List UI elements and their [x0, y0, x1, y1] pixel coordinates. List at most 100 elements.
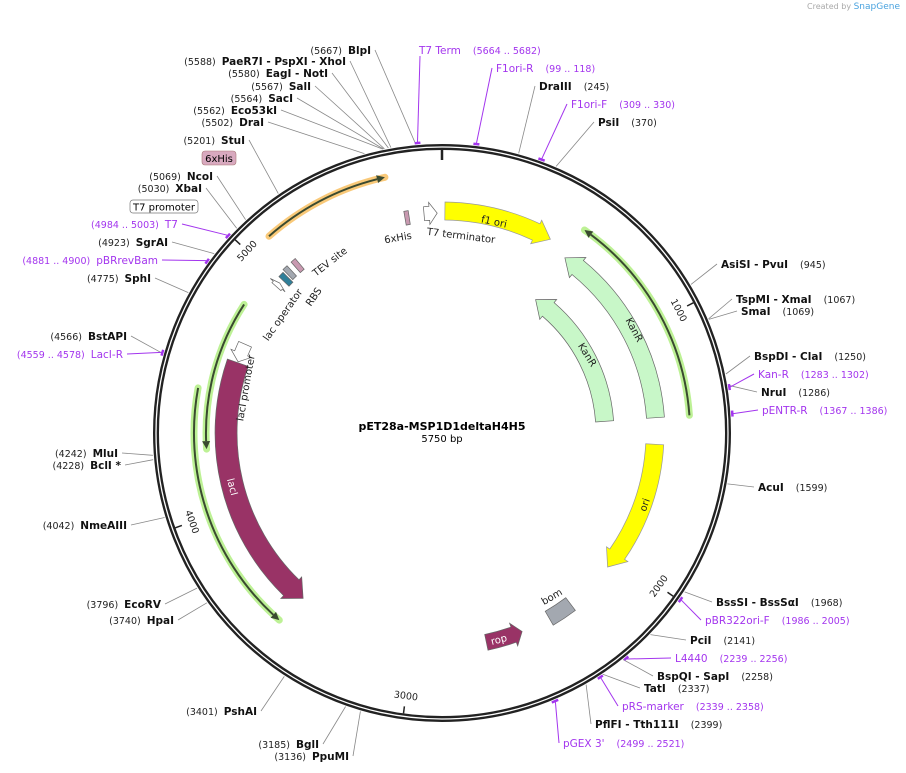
restriction-site-asisi[interactable]: AsiSI - PvuI(945) [721, 259, 826, 271]
primer-pgex-3-[interactable]: pGEX 3'(2499 .. 2521) [563, 738, 684, 750]
feature-orf[interactable] [202, 300, 248, 453]
restriction-site-drai[interactable]: (5502)DraI [202, 117, 264, 129]
feature-orf[interactable] [270, 278, 286, 293]
restriction-site-bstapi[interactable]: (4566)BstAPI [50, 331, 127, 343]
site-name: PpuMI [312, 751, 349, 763]
restriction-site-xbai[interactable]: (5030)XbaI [138, 183, 202, 195]
restriction-site-nmeaiii[interactable]: (4042)NmeAIII [43, 520, 127, 532]
feature-laci[interactable] [214, 358, 304, 599]
orf-arrowhead-icon [584, 230, 594, 238]
restriction-site-ncoi[interactable]: (5069)NcoI [149, 171, 213, 183]
primer-range: (5664 .. 5682) [473, 46, 541, 57]
primer-leader-line [626, 657, 672, 660]
restriction-site-stui[interactable]: (5201)StuI [183, 135, 245, 147]
restriction-site-blpi[interactable]: (5667)BlpI [310, 45, 371, 57]
restriction-site-hpai[interactable]: (3740)HpaI [109, 615, 174, 627]
site-name: HpaI [147, 615, 174, 627]
restriction-site-sgrai[interactable]: (4923)SgrAI [98, 237, 168, 249]
feature-t7-terminator[interactable] [423, 201, 438, 226]
outer-label-box [201, 150, 237, 166]
site-leader-line [322, 706, 346, 745]
restriction-site-tspmi[interactable]: TspMI - XmaI (1067) [736, 294, 855, 306]
feature-orf[interactable] [265, 173, 389, 240]
restriction-site-mlui[interactable]: (4242)MluI [55, 448, 118, 460]
primer-pentr-r[interactable]: pENTR-R(1367 .. 1386) [762, 405, 887, 417]
feature-orf[interactable] [190, 384, 283, 624]
feature-bom[interactable] [544, 597, 576, 626]
primer-name: pGEX 3' [563, 738, 605, 750]
feature-lac-operator[interactable] [278, 271, 294, 287]
primer-t7-term[interactable]: T7 Term(5664 .. 5682) [418, 45, 541, 57]
watermark-brand: SnapGene [853, 2, 900, 12]
feature-tev-site[interactable] [290, 258, 305, 274]
site-name: BlpI [348, 45, 371, 57]
primer-pbr322ori-f[interactable]: pBR322ori-F(1986 .. 2005) [705, 615, 850, 627]
primer-kan-r[interactable]: Kan-R(1283 .. 1302) [758, 369, 869, 381]
restriction-site-bcli[interactable]: (4228)BclI * [53, 460, 122, 472]
restriction-site-bspqi[interactable]: BspQI - SapI(2258) [657, 671, 773, 683]
site-leader-line [727, 384, 758, 393]
restriction-site-acui[interactable]: AcuI(1599) [758, 482, 827, 494]
primer-pbrrevbam[interactable]: (4881 .. 4900)pBRrevBam [22, 255, 158, 267]
restriction-site-pcii[interactable]: PciI(2141) [690, 635, 755, 647]
restriction-site-sphi[interactable]: (4775)SphI [87, 273, 151, 285]
primer-f1ori-r[interactable]: F1ori-R(99 .. 118) [496, 63, 595, 75]
site-name: BspQI - SapI [657, 671, 729, 683]
primer-l4440[interactable]: L4440(2239 .. 2256) [675, 653, 787, 665]
restriction-site-pshai[interactable]: (3401)PshAI [186, 706, 257, 718]
site-position: (945) [800, 260, 826, 271]
restriction-site-eco53ki[interactable]: (5562)Eco53kI [193, 105, 277, 117]
site-position: (5030) [138, 184, 170, 195]
restriction-site-pflfi[interactable]: PflFI - Tth111I(2399) [595, 719, 722, 731]
feature-f1-ori[interactable] [444, 201, 551, 245]
orf-arrowhead-icon [376, 175, 385, 183]
site-position: (1067) [824, 295, 856, 306]
site-leader-line [314, 85, 385, 150]
site-position: (370) [631, 118, 657, 129]
feature-rbs[interactable] [282, 265, 297, 281]
site-name: EcoRV [124, 599, 162, 611]
feature-rop[interactable] [484, 622, 523, 651]
site-leader-line [352, 711, 361, 757]
feature-ori[interactable] [606, 443, 665, 568]
restriction-site-bsssi[interactable]: BssSI - BssSαI(1968) [716, 597, 842, 609]
site-leader-line [585, 684, 592, 725]
feature-kanr[interactable] [564, 257, 665, 419]
restriction-site-sali[interactable]: (5567)SalI [251, 81, 311, 93]
restriction-site-saci[interactable]: (5564)SacI [231, 93, 293, 105]
site-name: TspMI - XmaI [736, 294, 812, 306]
restriction-site-bspdi[interactable]: BspDI - ClaI(1250) [754, 351, 866, 363]
site-position: (4566) [50, 332, 82, 343]
restriction-site-ecorv[interactable]: (3796)EcoRV [87, 599, 162, 611]
primer-prs-marker[interactable]: pRS-marker(2339 .. 2358) [622, 701, 764, 713]
feature-6xhis[interactable] [403, 210, 411, 226]
restriction-site-ppumi[interactable]: (3136)PpuMI [274, 751, 349, 763]
feature-laci-promoter[interactable] [230, 340, 253, 363]
restriction-site-smai[interactable]: SmaI(1069) [741, 306, 814, 318]
restriction-site-eagi[interactable]: (5580)EagI - NotI [228, 68, 328, 80]
restriction-site-draiii[interactable]: DraIII(245) [539, 81, 609, 93]
site-name: TatI [644, 683, 666, 695]
restriction-site-paer7i[interactable]: (5588)PaeR7I - PspXI - XhoI [184, 56, 346, 68]
primer-laci-r[interactable]: (4559 .. 4578)LacI-R [17, 349, 123, 361]
site-name: PflFI - Tth111I [595, 719, 679, 731]
primer-t7[interactable]: (4984 .. 5003)T7 [91, 219, 178, 231]
ruler-tick [402, 706, 406, 714]
restriction-site-bgli[interactable]: (3185)BglI [258, 739, 319, 751]
restriction-site-psii[interactable]: PsiI(370) [598, 117, 657, 129]
outer-label-6xhis[interactable]: 6xHis [201, 150, 237, 166]
primer-binding-mark [551, 698, 559, 704]
site-leader-line [331, 72, 389, 149]
primer-name: pBRrevBam [96, 255, 158, 267]
feature-shape [484, 622, 523, 651]
site-leader-line [216, 175, 246, 220]
restriction-site-tati[interactable]: TatI(2337) [644, 683, 709, 695]
site-position: (1069) [783, 307, 815, 318]
outer-label-t7-promoter[interactable]: T7 promoter [129, 199, 199, 214]
restriction-site-nrui[interactable]: NruI(1286) [761, 387, 830, 399]
feature-orf[interactable] [581, 226, 693, 419]
feature-kanr[interactable] [535, 299, 614, 423]
site-leader-line [650, 634, 687, 641]
primer-f1ori-f[interactable]: F1ori-F(309 .. 330) [571, 99, 675, 111]
